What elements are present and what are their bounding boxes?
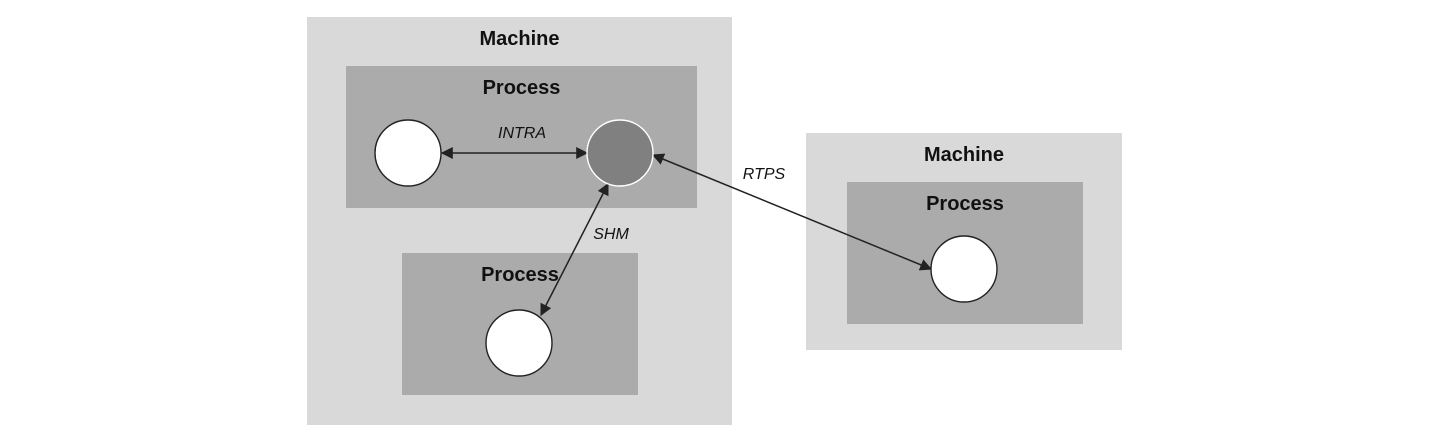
edge-label-shm: SHM [593, 226, 629, 243]
machine-1-title: Machine [479, 28, 559, 50]
edge-label-rtps: RTPS [743, 166, 786, 183]
machine-1-process-2-title: Process [481, 264, 559, 286]
node-4 [930, 235, 998, 303]
edge-shm [540, 182, 609, 317]
machine-2-process-1-title: Process [926, 193, 1004, 215]
node-3 [485, 309, 553, 377]
machine-2-title: Machine [924, 144, 1004, 166]
edge-label-intra: INTRA [498, 125, 546, 142]
node-2 [586, 119, 654, 187]
machine-1-process-1-title: Process [483, 77, 561, 99]
node-1 [374, 119, 442, 187]
edge-rtps [651, 153, 933, 271]
